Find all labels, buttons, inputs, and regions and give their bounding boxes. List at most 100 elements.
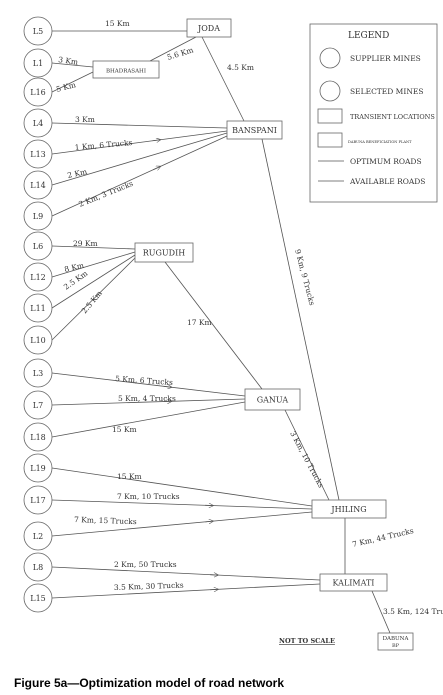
road-banspani-to-jhiling	[261, 138, 340, 501]
mine-node-l17: L17	[23, 485, 53, 515]
road-label-l17-to-jhiling: 7 Km, 10 Trucks	[117, 492, 180, 501]
road-label-l14-to-banspani: 2 Km	[67, 167, 88, 180]
location-node-bhadrasahi: BHADRASAHI	[92, 60, 160, 79]
road-label-l6-to-rugudih: 29 Km	[73, 239, 98, 248]
road-label-jhiling-to-kalimati: 7 Km, 44 Trucks	[351, 526, 414, 549]
road-label-joda-to-banspani: 4.5 Km	[227, 63, 254, 72]
mine-circle-l13	[23, 139, 53, 169]
mine-label-l17: L17	[30, 496, 46, 505]
road-ganua-to-jhiling	[284, 409, 330, 501]
mine-label-l6: L6	[33, 242, 43, 251]
road-bhadrasahi-to-joda	[149, 36, 197, 62]
road-label-rugudih-to-ganua: 17 Km	[187, 318, 212, 327]
road-label-l13-to-banspani: 1 Km, 6 Trucks	[74, 138, 133, 152]
mine-circle-l1	[23, 48, 53, 78]
location-label-banspani: BANSPANI	[232, 126, 277, 135]
mine-label-l15: L15	[30, 594, 46, 603]
location-box-dabuna	[377, 632, 414, 651]
road-label-l7-to-ganua: 5 Km, 4 Trucks	[118, 394, 176, 403]
mine-label-l2: L2	[33, 532, 43, 541]
mine-label-l10: L10	[30, 336, 46, 345]
location-node-banspani: BANSPANI	[226, 120, 283, 140]
road-label-bhadrasahi-to-joda: 5.6 Km	[166, 45, 194, 62]
road-l18-to-ganua	[51, 401, 246, 438]
road-arrow-l13-to-banspani	[152, 140, 161, 141]
road-label-l10-to-rugudih: 2.5 Km	[80, 289, 104, 315]
mine-circle-l5	[23, 16, 53, 46]
road-label-kalimati-to-dabuna: 3.5 Km, 124 Trucks	[383, 607, 443, 616]
mine-circle-l10	[23, 325, 53, 355]
mine-node-l14: L14	[23, 170, 53, 200]
mine-node-l6: L6	[23, 231, 53, 261]
legend-optimum-roads-label: OPTIMUM ROADS	[350, 157, 422, 166]
nodes-layer: L5L1L16L4L13L14L9L6L12L11L10L3L7L18L19L1…	[23, 16, 414, 651]
mine-label-l3: L3	[33, 369, 43, 378]
road-rugudih-to-ganua	[164, 261, 263, 390]
road-l7-to-ganua	[51, 398, 246, 406]
mine-circle-l16	[23, 77, 53, 107]
not-to-scale-note: NOT TO SCALE	[279, 637, 335, 645]
mine-node-l7: L7	[23, 390, 53, 420]
location-label-bp: BP	[392, 643, 400, 649]
road-l3-to-ganua	[51, 372, 246, 397]
mine-circle-l4	[23, 108, 53, 138]
road-l16-to-bhadrasahi	[51, 71, 94, 93]
figure-caption: Figure 5a—Optimization model of road net…	[14, 676, 285, 690]
mine-circle-l18	[23, 422, 53, 452]
road-l13-to-banspani	[51, 130, 228, 155]
location-label-rugudih: RUGUDIH	[143, 249, 185, 258]
mine-label-l8: L8	[33, 563, 43, 572]
mine-node-l12: L12	[23, 262, 53, 292]
location-node-ganua: GANUA	[244, 388, 301, 411]
mine-node-l8: L8	[23, 552, 53, 582]
road-label-l15-to-kalimati: 3.5 Km, 30 Trucks	[114, 581, 184, 592]
mine-circle-l12	[23, 262, 53, 292]
road-l8-to-kalimati	[51, 566, 321, 581]
mine-node-l2: L2	[23, 521, 53, 551]
road-label-l2-to-jhiling: 7 Km, 15 Trucks	[74, 515, 137, 526]
location-box-rugudih	[134, 242, 194, 263]
mine-label-l14: L14	[30, 181, 46, 190]
road-l11-to-rugudih	[51, 254, 136, 309]
mine-label-l7: L7	[33, 401, 43, 410]
legend-transient-location-icon	[317, 108, 343, 124]
mine-circle-l8	[23, 552, 53, 582]
legend-selected-mine-icon	[319, 80, 341, 102]
road-label-l5-to-joda: 15 Km	[105, 19, 130, 28]
mine-circle-l11	[23, 293, 53, 323]
mine-circle-l6	[23, 231, 53, 261]
road-label-l8-to-kalimati: 2 Km, 50 Trucks	[114, 560, 177, 569]
mine-circle-l15	[23, 583, 53, 613]
mine-label-l11: L11	[30, 304, 46, 313]
mine-label-l16: L16	[30, 88, 46, 97]
mine-label-l12: L12	[30, 273, 46, 282]
location-box-banspani	[226, 120, 283, 140]
road-l12-to-rugudih	[51, 251, 136, 278]
mine-node-l5: L5	[23, 16, 53, 46]
road-label-l18-to-ganua: 15 Km	[112, 425, 137, 434]
legend-available-roads-label: AVAILABLE ROADS	[349, 177, 425, 186]
road-l6-to-rugudih	[51, 245, 136, 250]
location-box-ganua	[244, 388, 301, 411]
road-arrow-l2-to-jhiling	[205, 521, 213, 522]
road-kalimati-to-dabuna	[371, 590, 391, 634]
legend-beneficiation-plant-label: DABUNA BENEFICIATION PLANT	[348, 140, 412, 144]
location-box-joda	[186, 18, 232, 38]
road-l2-to-jhiling	[51, 511, 313, 537]
road-label-l9-to-banspani: 2 Km, 3 Trucks	[77, 179, 134, 209]
mine-circle-l14	[23, 170, 53, 200]
mine-node-l15: L15	[23, 583, 53, 613]
mine-node-l11: L11	[23, 293, 53, 323]
road-l19-to-jhiling	[51, 467, 313, 507]
mine-label-l9: L9	[33, 212, 43, 221]
road-l15-to-kalimati	[51, 583, 321, 599]
road-joda-to-banspani	[201, 36, 245, 122]
mine-circle-l17	[23, 485, 53, 515]
road-label-l19-to-jhiling: 15 Km	[117, 472, 142, 481]
location-label-bhadrasahi: BHADRASAHI	[106, 69, 146, 75]
road-l14-to-banspani	[51, 132, 228, 186]
road-label-l16-to-bhadrasahi: 5 Km	[55, 80, 77, 94]
mine-label-l19: L19	[30, 464, 46, 473]
mine-circle-l7	[23, 390, 53, 420]
mine-node-l16: L16	[23, 77, 53, 107]
